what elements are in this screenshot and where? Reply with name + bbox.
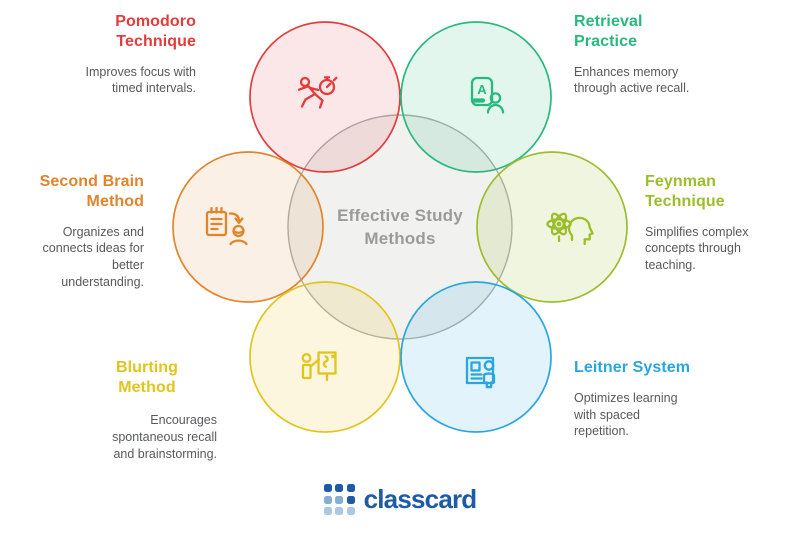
flashcard-letter: A (477, 82, 487, 97)
pomodoro-circle (249, 21, 401, 173)
feynman-label-block: Feynman Technique Simplifies complex con… (645, 172, 785, 274)
logo-dot (346, 507, 355, 515)
leitner-title: Leitner System (574, 359, 691, 376)
blurting-description: Encourages spontaneous recall and brains… (112, 413, 217, 461)
retrieval-label-block: Retrieval Practice Enhances memory throu… (574, 12, 724, 97)
logo-dot (335, 507, 344, 515)
retrieval-title: Retrieval Practice (574, 13, 643, 50)
blurting-description-block: Encourages spontaneous recall and brains… (97, 412, 217, 462)
diagram-title: Effective Study Methods (337, 206, 463, 248)
classcard-wordmark: classcard (363, 483, 478, 514)
retrieval-circle (400, 21, 552, 173)
feynman-title: Feynman Technique (645, 173, 725, 210)
leitner-description: Optimizes learning with spaced repetitio… (574, 390, 678, 439)
logo-dot (346, 484, 355, 492)
logo-dot (323, 507, 332, 515)
atom-nucleus (556, 221, 562, 227)
second-brain-description: Organizes and connects ideas for better … (42, 224, 144, 289)
running-timer-icon (297, 76, 338, 109)
pomodoro-title: Pomodoro Technique (115, 13, 196, 50)
logo-dot (335, 484, 344, 492)
blurting-label-block: Blurting Method (85, 358, 209, 398)
second-brain-title: Second Brain Method (39, 173, 144, 210)
notes-transfer-icon (205, 206, 248, 246)
blurting-title: Blurting Method (115, 359, 179, 396)
atom-head-icon (546, 212, 594, 246)
logo-dot (335, 495, 344, 504)
center-circle (287, 114, 513, 340)
feynman-description: Simplifies complex concepts through teac… (645, 224, 749, 273)
logo-dot (323, 495, 332, 504)
classcard-grid-icon (323, 484, 355, 515)
retrieval-description: Enhances memory through active recall. (574, 64, 690, 96)
pomodoro-label-block: Pomodoro Technique Improves focus with t… (60, 12, 196, 97)
logo-dot (346, 495, 355, 504)
leitner-label-block: Leitner System Optimizes learning with s… (574, 358, 730, 440)
second-brain-circle (172, 151, 324, 303)
second-brain-label-block: Second Brain Method Organizes and connec… (20, 172, 144, 291)
pomodoro-description: Improves focus with timed intervals. (85, 64, 196, 96)
logo-dot (323, 484, 332, 492)
flashcard-box-person-icon (465, 356, 496, 389)
flashcard-person-icon: A (470, 76, 505, 114)
whiteboard-presenter-icon (301, 351, 337, 382)
classcard-logo: classcard (0, 484, 800, 515)
